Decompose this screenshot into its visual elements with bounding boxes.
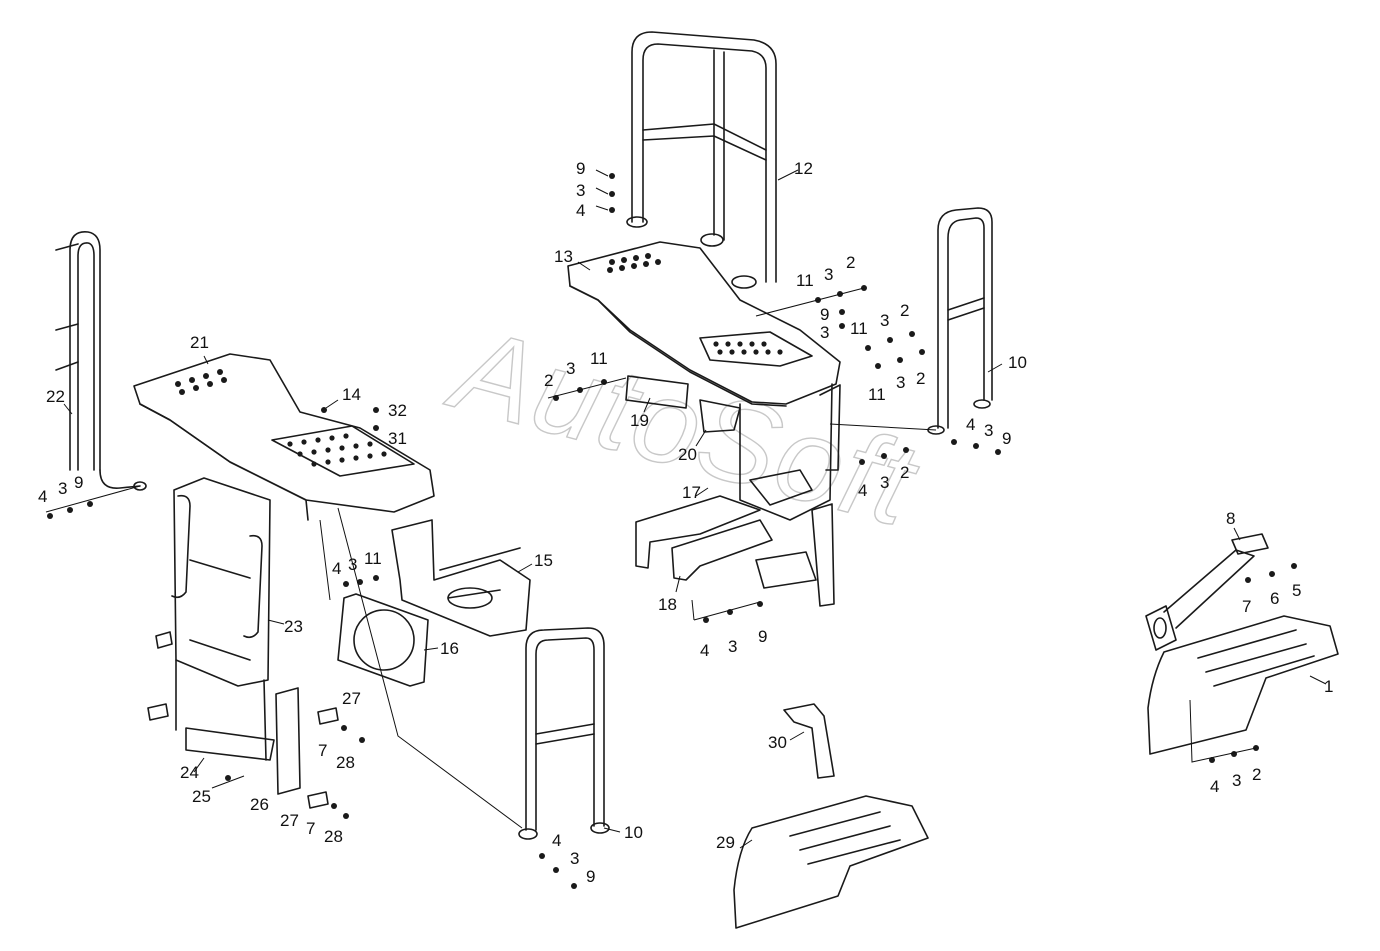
callout-label: 14	[342, 385, 361, 404]
callout-label: 23	[284, 617, 303, 636]
callout-label: 2	[900, 463, 909, 482]
part-23-ladder	[147, 477, 339, 809]
callout-label: 4	[38, 487, 47, 506]
callout-label: 24	[180, 763, 199, 782]
callout-label: 7	[1242, 597, 1251, 616]
callout-label: 3	[984, 421, 993, 440]
callout-label: 32	[388, 401, 407, 420]
callout-label: 4	[332, 559, 341, 578]
callout-label: 17	[682, 483, 701, 502]
part-12-handrail	[626, 31, 777, 289]
callout-label: 13	[554, 247, 573, 266]
part-8-support-arm	[1145, 533, 1269, 651]
callout-label: 4	[552, 831, 561, 850]
part-30-bracket	[783, 703, 835, 779]
callout-label: 1	[1324, 677, 1333, 696]
callout-label: 2	[1252, 765, 1261, 784]
callout-label: 9	[758, 627, 767, 646]
callout-label: 4	[700, 641, 709, 660]
callout-label: 10	[1008, 353, 1027, 372]
callout-label: 28	[336, 753, 355, 772]
part-10-lower-rail	[518, 627, 610, 840]
callout-label: 9	[576, 159, 585, 178]
callout-label: 4	[576, 201, 585, 220]
callout-label: 2	[900, 301, 909, 320]
callout-label: 16	[440, 639, 459, 658]
fasteners	[47, 173, 1297, 889]
callout-label: 4	[966, 415, 975, 434]
callout-label: 26	[250, 795, 269, 814]
callout-label: 3	[576, 181, 585, 200]
callout-label: 10	[624, 823, 643, 842]
callout-label: 8	[1226, 509, 1235, 528]
callout-label: 25	[192, 787, 211, 806]
part-29-fender	[733, 795, 929, 929]
part-22-handrail	[55, 231, 147, 491]
callout-label: 4	[858, 481, 867, 500]
callout-label: 9	[586, 867, 595, 886]
watermark-text: AutoSoft	[436, 301, 931, 552]
callout-label: 21	[190, 333, 209, 352]
callout-label: 6	[1270, 589, 1279, 608]
callout-label: 7	[318, 741, 327, 760]
callout-label: 3	[348, 555, 357, 574]
callout-label: 18	[658, 595, 677, 614]
callout-label: 3	[728, 637, 737, 656]
callout-label: 3	[824, 265, 833, 284]
part-10-upper-rail	[927, 207, 993, 435]
callout-label: 9	[1002, 429, 1011, 448]
part-13-platform	[567, 241, 841, 607]
callout-label: 3	[820, 323, 829, 342]
callout-label: 27	[280, 811, 299, 830]
callout-label: 4	[1210, 777, 1219, 796]
callout-label: 30	[768, 733, 787, 752]
callout-label: 9	[820, 305, 829, 324]
callout-label: 11	[590, 349, 608, 368]
part-21-platform	[133, 353, 435, 521]
callout-label: 11	[364, 549, 382, 568]
callout-label: 3	[896, 373, 905, 392]
callout-label: 22	[46, 387, 65, 406]
callout-labels: 9 3 4 12 13 11 3 2 9 11 3 2 3 10 11 3 2 …	[38, 159, 1333, 886]
callout-label: 3	[566, 359, 575, 378]
callout-label: 28	[324, 827, 343, 846]
callout-label: 15	[534, 551, 553, 570]
callout-label: 12	[794, 159, 813, 178]
callout-label: 11	[796, 271, 814, 290]
callout-label: 11	[868, 385, 886, 404]
part-1-fender	[1147, 615, 1339, 755]
callout-label: 3	[880, 311, 889, 330]
callout-label: 9	[74, 473, 83, 492]
callout-label: 11	[850, 319, 868, 338]
platform-13-grid	[607, 253, 783, 355]
callout-label: 20	[678, 445, 697, 464]
callout-label: 3	[570, 849, 579, 868]
callout-label: 29	[716, 833, 735, 852]
part-15-bracket	[391, 519, 531, 637]
callout-label: 3	[880, 473, 889, 492]
callout-label: 19	[630, 411, 649, 430]
callout-label: 5	[1292, 581, 1301, 600]
callout-label: 2	[846, 253, 855, 272]
part-16-panel	[337, 593, 429, 687]
callout-label: 2	[916, 369, 925, 388]
callout-label: 31	[388, 429, 407, 448]
callout-leaders	[45, 169, 1327, 849]
callout-label: 3	[58, 479, 67, 498]
callout-label: 3	[1232, 771, 1241, 790]
platform-21-grid	[175, 369, 387, 467]
callout-label: 7	[306, 819, 315, 838]
callout-label: 27	[342, 689, 361, 708]
callout-label: 2	[544, 371, 553, 390]
